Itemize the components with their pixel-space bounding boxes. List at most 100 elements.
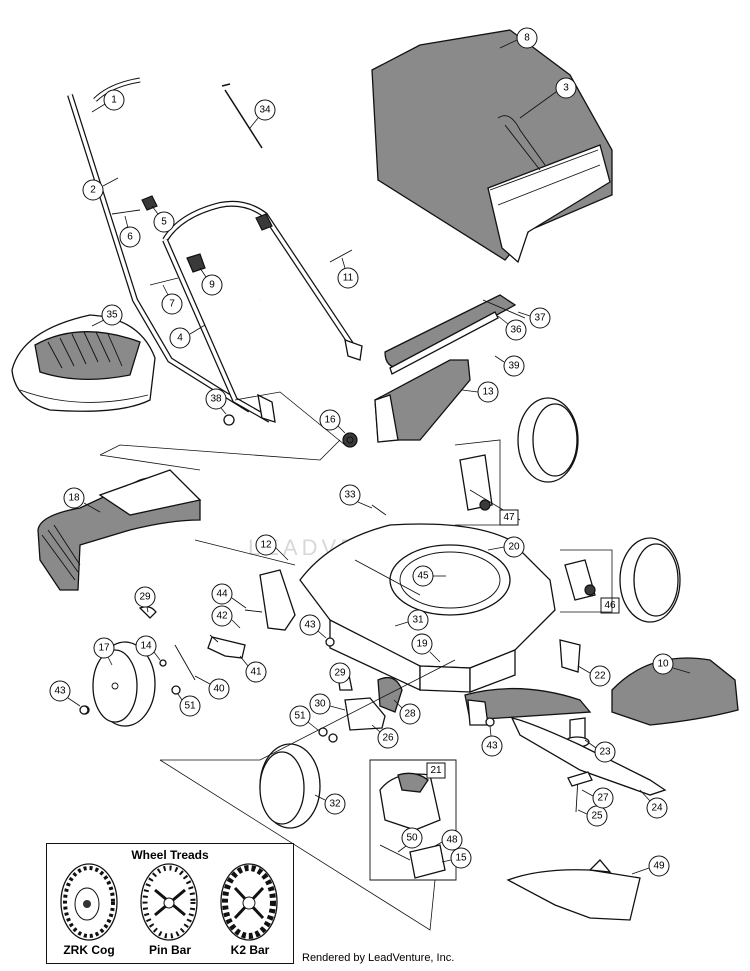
wheel-46: [619, 537, 681, 623]
svg-text:10: 10: [657, 659, 669, 670]
callout-2: 2: [82, 177, 119, 201]
box-callout-21: 21: [426, 762, 446, 779]
callout-51a: 51: [177, 693, 201, 717]
callout-50: 50: [397, 827, 423, 853]
footer-credit: Rendered by LeadVenture, Inc.: [302, 952, 455, 964]
callout-17: 17: [93, 637, 115, 666]
svg-text:43: 43: [54, 686, 66, 697]
front-bumper: [611, 657, 739, 726]
svg-text:23: 23: [599, 747, 611, 758]
callout-4: 4: [169, 324, 206, 349]
svg-text:9: 9: [209, 280, 215, 291]
grass-bag: [371, 29, 613, 264]
nut-38: [223, 414, 235, 426]
svg-text:11: 11: [343, 273, 354, 284]
svg-text:29: 29: [139, 592, 151, 603]
svg-text:7: 7: [169, 299, 175, 310]
svg-text:28: 28: [404, 709, 416, 720]
svg-text:12: 12: [260, 540, 272, 551]
callout-16: 16: [319, 409, 346, 434]
tread-label-pin-bar: Pin Bar: [148, 943, 191, 957]
callout-37: 37: [517, 307, 551, 329]
svg-text:3: 3: [563, 83, 569, 94]
callout-33: 33: [339, 484, 373, 509]
callout-5: 5: [151, 205, 175, 233]
callout-1: 1: [91, 89, 125, 113]
wheel-bracket-47: [459, 454, 493, 511]
rear-skirt: [464, 687, 592, 726]
front-height-adjuster: [318, 669, 403, 737]
svg-text:8: 8: [524, 33, 530, 44]
assembly-lines: [99, 391, 521, 931]
svg-text:41: 41: [250, 667, 262, 678]
svg-text:19: 19: [416, 639, 428, 650]
svg-text:26: 26: [382, 733, 394, 744]
callout-29b: 29: [329, 662, 351, 684]
callout-7: 7: [161, 284, 183, 315]
callout-28: 28: [393, 699, 421, 725]
callout-40: 40: [194, 675, 230, 700]
callout-13: 13: [461, 381, 499, 403]
callout-26: 26: [371, 724, 399, 749]
blade-bolt: [567, 771, 593, 813]
mulch-plug-inset: [369, 759, 457, 881]
callout-32: 32: [314, 793, 346, 815]
deflector-49: [506, 859, 641, 921]
callout-18: 18: [63, 487, 101, 513]
callout-29a: 29: [134, 586, 156, 613]
callout-48: 48: [434, 829, 463, 851]
callout-19: 19: [411, 633, 441, 663]
svg-text:36: 36: [510, 325, 522, 336]
svg-text:35: 35: [106, 310, 118, 321]
callout-43a: 43: [299, 614, 327, 639]
svg-text:16: 16: [324, 415, 336, 426]
callout-25: 25: [577, 805, 608, 827]
rear-height-adjuster: [138, 569, 296, 695]
svg-text:29: 29: [334, 668, 346, 679]
mower-deck: [299, 523, 556, 693]
svg-text:5: 5: [161, 217, 167, 228]
callout-43c: 43: [481, 725, 503, 757]
callout-22: 22: [577, 665, 611, 687]
blade: [510, 717, 667, 796]
box-callouts: 21 46 47: [426, 509, 620, 779]
tread-wheel-pin-bar: [140, 863, 198, 941]
wheel-bracket-46: [564, 559, 596, 601]
callout-43b: 43: [49, 680, 81, 707]
svg-text:43: 43: [304, 620, 316, 631]
callout-31: 31: [394, 609, 429, 631]
rear-door: [374, 359, 471, 443]
box-callout-47: 47: [499, 509, 519, 526]
callout-49: 49: [631, 855, 670, 877]
callout-9: 9: [199, 267, 223, 296]
callout-11: 11: [337, 257, 359, 289]
callout-6: 6: [119, 215, 141, 248]
callout-3: 3: [519, 77, 577, 119]
callout-30: 30: [309, 693, 346, 715]
svg-text:34: 34: [259, 105, 271, 116]
svg-text:6: 6: [127, 232, 133, 243]
svg-text:49: 49: [653, 861, 665, 872]
svg-text:42: 42: [216, 611, 228, 622]
wheel-top-right: [517, 397, 579, 483]
inset-frames: [454, 439, 613, 613]
callout-36: 36: [497, 315, 527, 341]
svg-text:4: 4: [177, 333, 183, 344]
svg-text:51: 51: [294, 711, 306, 722]
callout-45: 45: [412, 565, 446, 587]
svg-text:21: 21: [430, 765, 442, 776]
callout-38: 38: [205, 388, 227, 415]
wheel-17: [80, 641, 156, 727]
wheel-treads-title: Wheel Treads: [131, 848, 209, 862]
callout-12: 12: [255, 534, 289, 561]
callout-10: 10: [652, 653, 691, 675]
rear-flap-rods: [384, 294, 526, 375]
nut-43: [79, 637, 495, 727]
svg-text:17: 17: [98, 643, 110, 654]
svg-text:51: 51: [184, 701, 196, 712]
callout-42: 42: [211, 605, 241, 629]
callout-8: 8: [499, 27, 538, 49]
callout-27: 27: [581, 787, 614, 809]
tread-label-zrk-cog: ZRK Cog: [63, 943, 115, 957]
